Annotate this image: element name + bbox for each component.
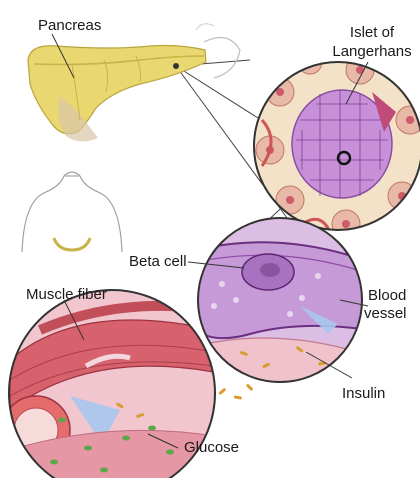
label-pancreas: Pancreas bbox=[38, 18, 101, 33]
label-insulin: Insulin bbox=[342, 386, 385, 401]
label-islet-line1: Islet of bbox=[330, 25, 414, 40]
label-blood-line1: Blood bbox=[368, 288, 406, 303]
label-beta-cell: Beta cell bbox=[129, 254, 187, 269]
body-outline-icon bbox=[22, 172, 122, 252]
label-muscle-fiber: Muscle fiber bbox=[26, 287, 107, 302]
pancreas-organ bbox=[28, 24, 240, 142]
label-blood-line2: vessel bbox=[364, 306, 407, 321]
label-islet-line2: Langerhans bbox=[324, 44, 420, 59]
beta-cell-zoom bbox=[196, 218, 370, 400]
label-glucose: Glucose bbox=[184, 440, 239, 455]
